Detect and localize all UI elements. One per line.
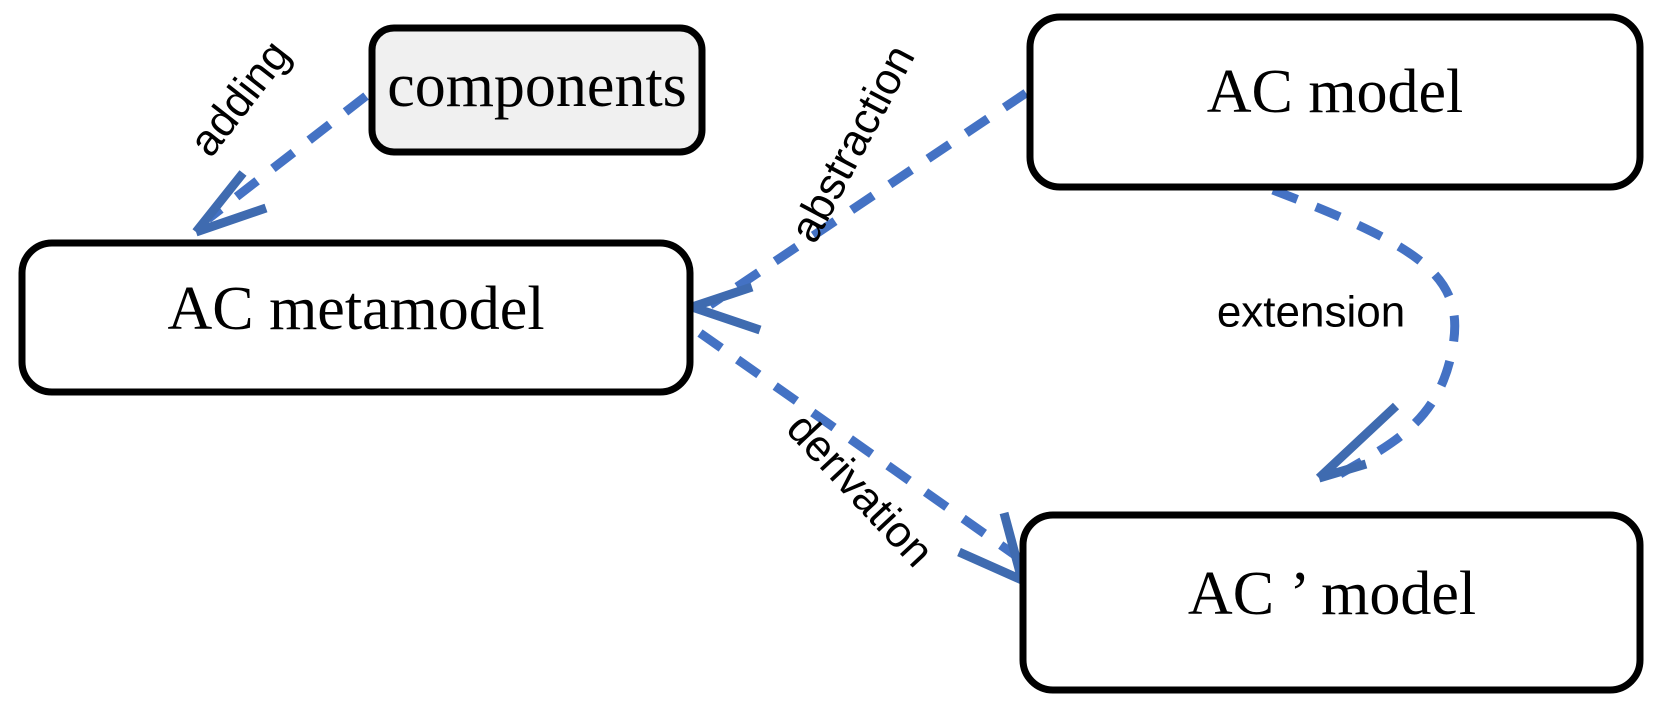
edge-derivation-line [697,329,1049,581]
edge-label-abstraction: abstraction [780,37,924,250]
node-components-label: components [387,52,687,120]
edge-abstraction[interactable] [690,89,1029,335]
node-ac-prime-model[interactable]: AC ’ model [1019,511,1644,694]
edge-extension-arrowhead [1315,402,1400,483]
edge-label-extension: extension [1217,288,1405,337]
node-ac-prime-model-label: AC ’ model [1188,560,1476,628]
edge-abstraction-arrowhead [690,282,762,335]
edge-derivation-arrowhead [957,511,1027,585]
node-ac-model[interactable]: AC model [1026,13,1644,191]
edge-extension-line [1271,185,1460,478]
edge-label-derivation: derivation [777,404,943,577]
node-components-shape [368,24,706,156]
edge-extension[interactable] [1271,185,1460,483]
edge-adding-arrowhead [192,170,268,237]
edge-adding-line [205,92,369,223]
edge-derivation[interactable] [697,329,1049,585]
node-ac-metamodel-label: AC metamodel [167,275,544,343]
edge-adding[interactable] [192,92,369,237]
edge-label-adding: adding [180,31,300,165]
node-ac-model-label: AC model [1207,58,1464,126]
node-components[interactable]: components [368,24,706,156]
node-ac-prime-model-shape [1019,511,1644,694]
node-ac-model-shape [1026,13,1644,191]
edge-abstraction-line [707,89,1029,309]
node-ac-metamodel[interactable]: AC metamodel [18,239,694,396]
node-ac-metamodel-shape [18,239,694,396]
